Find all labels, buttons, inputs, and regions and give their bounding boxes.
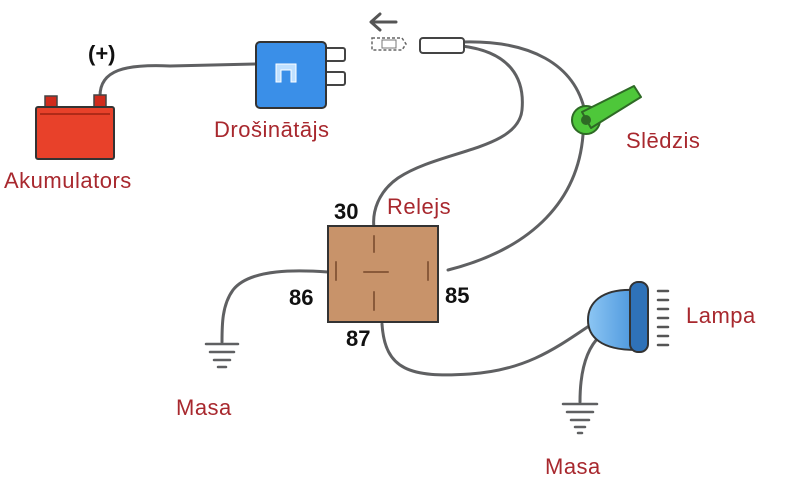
- ground-right-label: Masa: [545, 454, 601, 479]
- toggle-switch-icon: [571, 85, 642, 135]
- wires: [98, 40, 602, 404]
- ground-left-label: Masa: [176, 395, 232, 420]
- wire-lamp-ground: [578, 334, 602, 404]
- wire-switch-relay85: [446, 133, 585, 272]
- battery-label: Akumulators: [4, 168, 132, 193]
- ground-symbol-icon: [204, 342, 240, 369]
- lamp-icon: [586, 281, 670, 353]
- wire-battery-fuse: [98, 62, 258, 98]
- relay-pin-30: 30: [334, 199, 359, 224]
- fuse-label: Drošinātājs: [214, 117, 330, 142]
- wire-connector-switch: [460, 40, 587, 114]
- relay-pin-85: 85: [445, 283, 470, 308]
- battery-icon: [35, 94, 115, 160]
- relay-icon: [327, 225, 439, 323]
- positive-terminal-label: (+): [88, 41, 116, 66]
- lamp-label: Lampa: [686, 303, 756, 328]
- switch-label: Slēdzis: [626, 128, 701, 153]
- wire-connector-relay30: [372, 44, 524, 230]
- wire-relay86-ground: [220, 269, 330, 344]
- wire-relay87-lamp: [380, 318, 600, 377]
- relay-label: Relejs: [387, 194, 452, 219]
- relay-pin-87: 87: [346, 326, 371, 351]
- connector-plug-icon: [371, 37, 465, 54]
- fuse-icon: [255, 41, 346, 109]
- arrow-left-icon: [369, 12, 398, 32]
- relay-pin-86: 86: [289, 285, 314, 310]
- ground-symbol-icon: [561, 402, 599, 435]
